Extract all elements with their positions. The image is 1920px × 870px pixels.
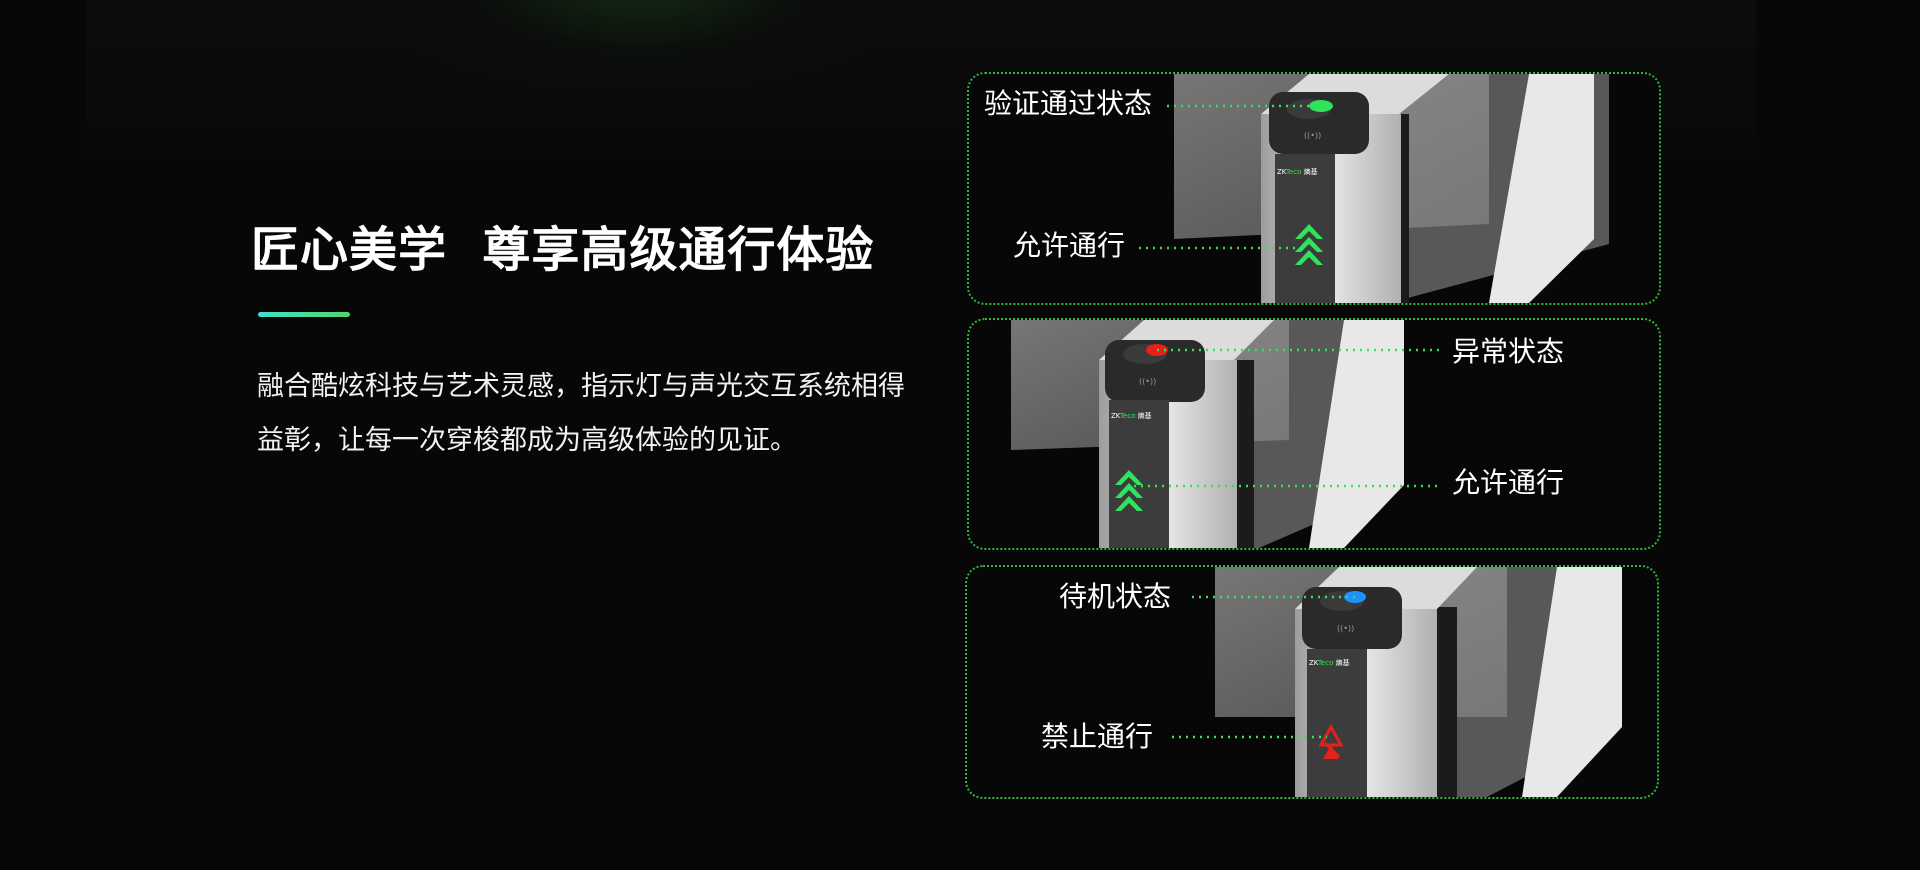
panel-abnormal-state: ((•)) ZKTeco 熵基 异常状态 允许通行	[967, 318, 1661, 550]
svg-text:ZKTeco 熵基: ZKTeco 熵基	[1309, 658, 1350, 667]
turnstile-image-verified: ((•)) ZKTeco 熵基	[1139, 74, 1609, 303]
page-title: 匠心美学 尊享高级通行体验	[251, 222, 875, 278]
svg-text:((•)): ((•))	[1337, 624, 1354, 633]
turnstile-image-abnormal: ((•)) ZKTeco 熵基	[1011, 320, 1439, 548]
description-text: 融合酷炫科技与艺术灵感，指示灯与声光交互系统相得益彰，让每一次穿梭都成为高级体验…	[257, 371, 905, 456]
svg-text:((•)): ((•))	[1139, 377, 1156, 386]
turnstile-image-standby: ((•)) ZKTeco 熵基	[1172, 567, 1622, 797]
svg-text:ZKTeco 熵基: ZKTeco 熵基	[1277, 167, 1318, 176]
status-light-green	[1309, 100, 1333, 112]
panel-standby-state: ((•)) ZKTeco 熵基 待机状态 禁止通行	[965, 565, 1659, 799]
label-standby-state: 待机状态	[1059, 580, 1172, 613]
label-no-pass: 禁止通行	[1041, 720, 1154, 753]
label-verified-state: 验证通过状态	[984, 87, 1153, 120]
svg-text:ZKTeco 熵基: ZKTeco 熵基	[1111, 411, 1152, 420]
svg-text:((•)): ((•))	[1304, 131, 1321, 140]
label-allow-pass: 允许通行	[1013, 229, 1126, 262]
label-abnormal-state: 异常状态	[1452, 335, 1565, 368]
panel-verified-state: ((•)) ZKTeco 熵基 验证通过状态 允许通行	[967, 72, 1661, 305]
accent-divider	[258, 312, 350, 317]
label-allow-pass: 允许通行	[1452, 466, 1565, 499]
